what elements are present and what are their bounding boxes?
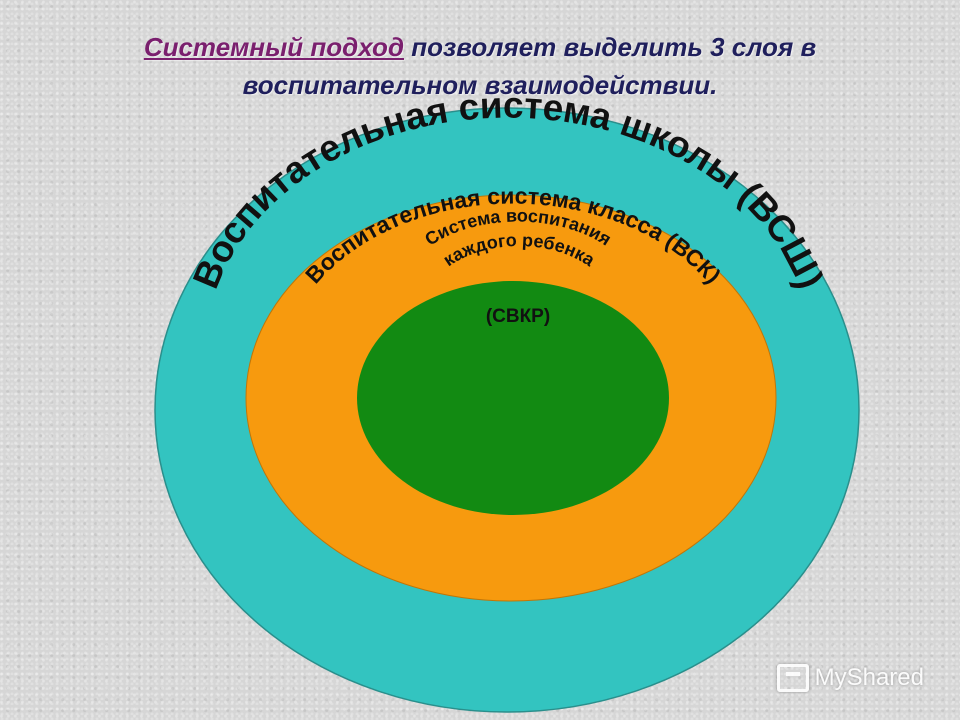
inner-circle-child-system (357, 281, 669, 515)
watermark: MyShared (776, 664, 924, 692)
slide-title: Системный подход позволяет выделить 3 сл… (40, 28, 920, 104)
title-rest: позволяет выделить 3 слоя в воспитательн… (242, 32, 817, 100)
title-highlight: Системный подход (143, 32, 405, 62)
presentation-icon (776, 664, 809, 692)
inner-label-line3: (СВКР) (486, 306, 550, 327)
watermark-text: MyShared (814, 664, 924, 691)
